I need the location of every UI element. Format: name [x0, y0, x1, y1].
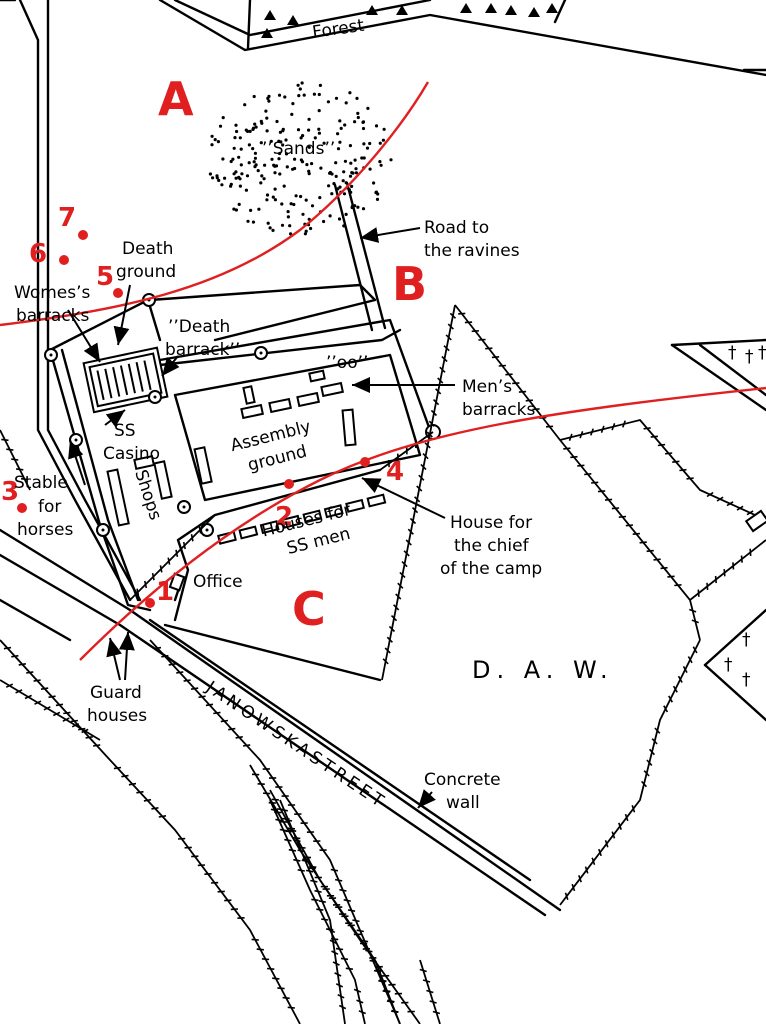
street-label: JANOWSKASTREET: [201, 677, 390, 813]
guard-houses-label-2: houses: [87, 706, 147, 726]
mens-barracks-label-1: Men’s: [462, 377, 512, 397]
marker-1: 1: [156, 577, 174, 607]
marker-6: 6: [29, 239, 47, 269]
death-barrack-label-2: barrack’’: [165, 340, 240, 360]
cross-icon: †: [758, 343, 766, 363]
zone-boundary-bc: [79, 386, 766, 661]
cemetery-right: † † † † † †: [670, 338, 766, 722]
mens-barracks-label-2: barracks: [462, 400, 535, 420]
stable-label-1: Stable: [14, 473, 68, 493]
barbed-wire-fences: [0, 304, 766, 1024]
road-label-2: the ravines: [424, 241, 520, 261]
forest-area: Forest: [246, 0, 567, 50]
guard-houses-label-1: Guard: [90, 683, 142, 703]
womens-barracks-label-2: barracks: [16, 306, 89, 326]
houses-row: [168, 493, 387, 592]
chief-house-label-1: House for: [450, 513, 532, 533]
road-label-1: Road to: [424, 218, 489, 238]
death-barrack-label-1: ’’Death: [168, 317, 230, 337]
numbered-points: [17, 230, 370, 608]
assembly-ground-block: [106, 353, 422, 527]
zone-boundary-ab: [0, 81, 430, 327]
sands-label: ’’Sands’’: [262, 139, 335, 159]
marker-2: 2: [275, 502, 293, 532]
concrete-wall-label-1: Concrete: [424, 770, 501, 790]
label-arrows: [67, 227, 455, 809]
marker-4: 4: [386, 457, 404, 487]
chief-house-label-2: the chief: [454, 536, 530, 556]
road-to-ravines: [333, 183, 374, 332]
office-label: Office: [193, 572, 243, 592]
ss-casino-label-2: Casino: [103, 444, 160, 464]
stable-label-2: for: [38, 497, 61, 517]
chief-house-label-3: of the camp: [440, 559, 542, 579]
concrete-wall-label-2: wall: [446, 793, 480, 813]
marker-5: 5: [96, 262, 114, 292]
cross-icon: †: [742, 670, 751, 690]
womens-barracks-block: [82, 346, 169, 414]
outer-roads: [0, 0, 766, 917]
cross-icon: †: [745, 347, 754, 367]
forest-label: Forest: [311, 16, 366, 43]
womens-barracks-label-1: Womes’s: [14, 283, 90, 303]
marker-3: 3: [1, 477, 19, 507]
cross-icon: †: [728, 343, 737, 363]
ss-casino-label-1: SS: [114, 421, 136, 441]
death-ground-label-1: Death: [122, 239, 173, 259]
zone-c-label: C: [292, 582, 326, 636]
marker-7: 7: [58, 203, 76, 233]
daw-label: D. A. W.: [472, 656, 614, 684]
stable-label-3: horses: [17, 520, 73, 540]
cross-icon: †: [724, 655, 733, 675]
oo-label: ’’oo’’: [326, 353, 368, 373]
zone-b-label: B: [392, 257, 427, 311]
cross-icon: †: [742, 630, 751, 650]
zone-a-label: A: [158, 72, 194, 126]
death-ground-label-2: ground: [116, 262, 176, 282]
